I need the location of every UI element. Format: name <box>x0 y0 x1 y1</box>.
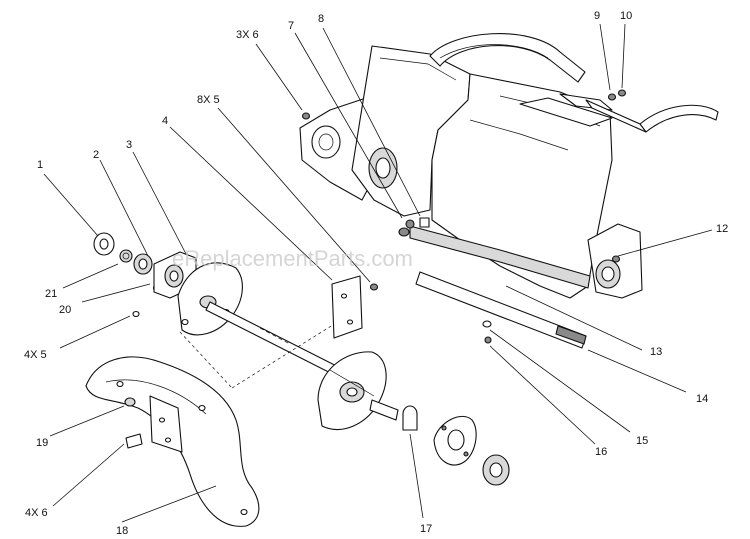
bearing-left <box>133 253 153 275</box>
housing-hardware <box>301 89 627 263</box>
callout-16: 16 <box>595 446 607 458</box>
washer <box>93 232 115 256</box>
callout-8x5: 8X 5 <box>197 94 220 106</box>
watermark: eReplacementParts.com <box>172 246 413 271</box>
nut <box>119 249 133 263</box>
callout-3: 3 <box>126 139 132 151</box>
callout-21: 21 <box>45 288 57 300</box>
scraper-hardware <box>482 320 492 344</box>
callout-12: 12 <box>716 223 728 235</box>
callout-9: 9 <box>594 10 600 22</box>
callout-17: 17 <box>420 523 432 535</box>
callout-2: 2 <box>93 149 99 161</box>
callout-3x6: 3X 6 <box>236 29 259 41</box>
assembly-guide-lines <box>179 299 361 389</box>
callout-10: 10 <box>620 10 632 22</box>
bearing-flange-right <box>433 415 477 466</box>
callout-14: 14 <box>696 393 708 405</box>
callout-8: 8 <box>318 13 324 25</box>
callout-4x6: 4X 6 <box>25 507 48 519</box>
callout-labels: 3X 6 7 8 9 10 8X 5 4 3 2 1 12 21 20 4X 5… <box>24 10 728 537</box>
callout-4x5: 4X 5 <box>24 349 47 361</box>
mounting-bracket <box>331 275 363 339</box>
scraper-bar <box>415 271 587 349</box>
callout-7: 7 <box>288 20 294 32</box>
callout-20: 20 <box>59 304 71 316</box>
callout-18: 18 <box>116 525 128 537</box>
bearing-right <box>482 454 510 486</box>
auger-bracket <box>149 395 183 453</box>
impeller-blade-right <box>317 351 387 431</box>
auger-blade <box>85 356 260 527</box>
bolt <box>125 433 143 449</box>
callout-19: 19 <box>36 437 48 449</box>
leader-lines <box>43 23 713 523</box>
shaft-end <box>369 399 399 421</box>
callout-13: 13 <box>650 346 662 358</box>
callout-1: 1 <box>37 159 43 171</box>
callout-15: 15 <box>636 435 648 447</box>
callout-4: 4 <box>162 115 168 127</box>
spacer <box>402 405 418 431</box>
